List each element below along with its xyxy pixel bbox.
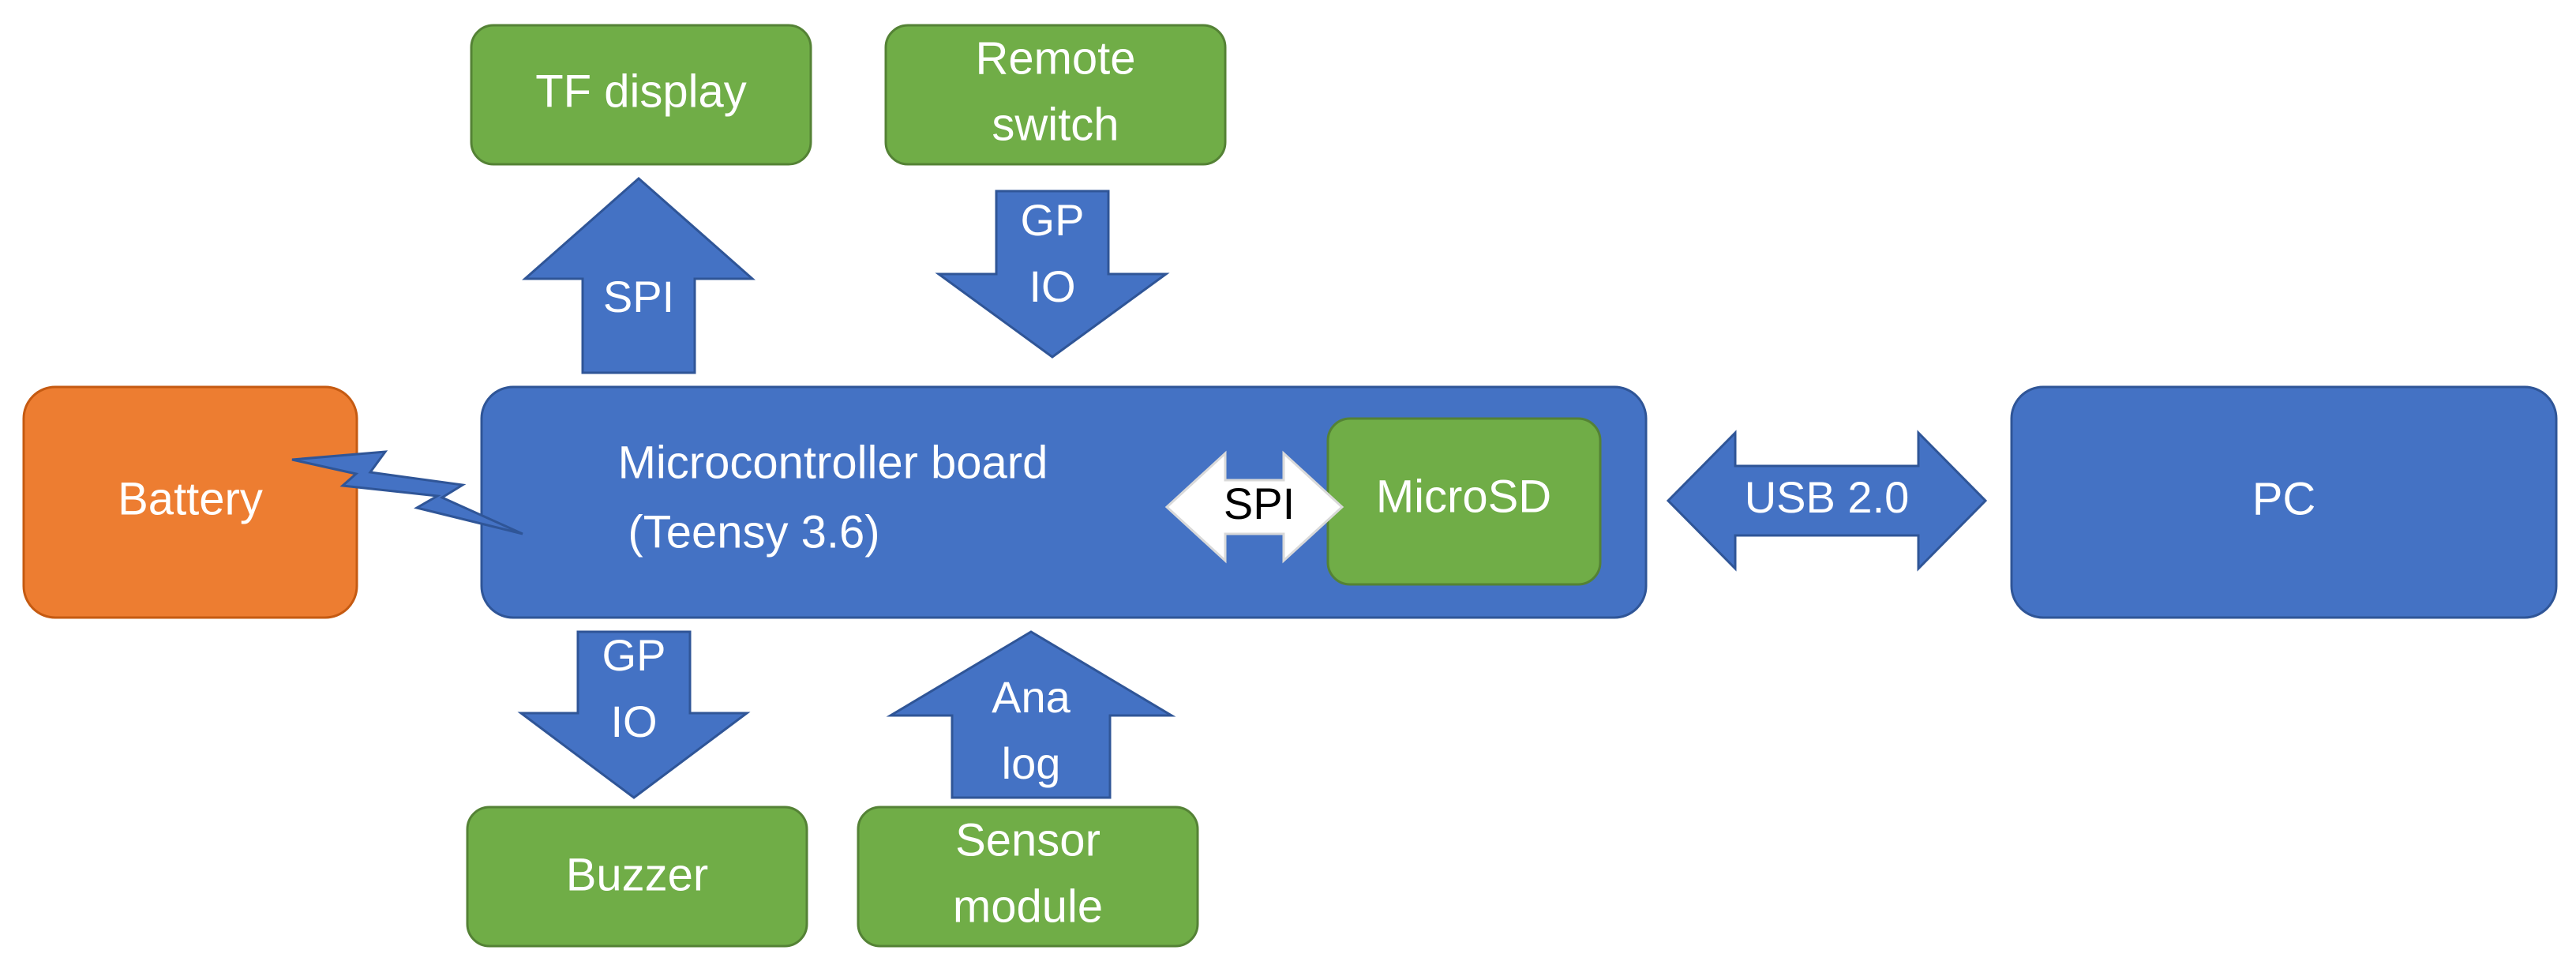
gpio-switch-label-line-2: IO bbox=[1029, 261, 1075, 311]
sensor-module-label-line-2: module bbox=[953, 881, 1103, 932]
buzzer-label: Buzzer bbox=[566, 849, 709, 900]
spi-display-label: SPI bbox=[603, 272, 674, 321]
usb-double-arrow bbox=[1666, 430, 1988, 572]
spi-microsd-label: SPI bbox=[1224, 479, 1295, 528]
remote-switch-label-line-1: Remote bbox=[975, 32, 1135, 84]
analog-sensor-label-line-1: Ana bbox=[992, 672, 1071, 722]
lightning-bolt-icon bbox=[291, 450, 523, 535]
remote-switch-box bbox=[884, 24, 1227, 166]
pc-box bbox=[2010, 385, 2558, 619]
battery-label: Battery bbox=[118, 473, 263, 524]
spi-display-arrow bbox=[522, 176, 756, 374]
microsd-label: MicroSD bbox=[1376, 471, 1551, 522]
usb-label: USB 2.0 bbox=[1745, 472, 1910, 522]
gpio-switch-label-line-1: GP bbox=[1021, 195, 1085, 245]
microcontroller-label-line-2: (Teensy 3.6) bbox=[628, 506, 879, 558]
remote-switch-label-line-2: switch bbox=[992, 99, 1119, 150]
tf-display-box bbox=[470, 24, 812, 166]
spi-microsd-double-arrow bbox=[1164, 450, 1344, 564]
sensor-module-label-line-1: Sensor bbox=[955, 814, 1101, 866]
buzzer-box bbox=[466, 806, 808, 948]
pc-label: PC bbox=[2252, 473, 2316, 524]
gpio-buzzer-label-line-1: GP bbox=[602, 630, 666, 680]
gpio-switch-arrow bbox=[935, 190, 1170, 359]
tf-display-label: TF display bbox=[535, 66, 747, 117]
battery-box bbox=[22, 385, 358, 619]
gpio-buzzer-arrow bbox=[517, 630, 751, 799]
sensor-module-box bbox=[857, 806, 1199, 948]
microcontroller-label-line-1: Microcontroller board bbox=[618, 437, 1048, 488]
gpio-buzzer-label-line-2: IO bbox=[610, 697, 657, 746]
analog-sensor-arrow bbox=[886, 630, 1176, 799]
analog-sensor-label-line-2: log bbox=[1002, 738, 1061, 788]
